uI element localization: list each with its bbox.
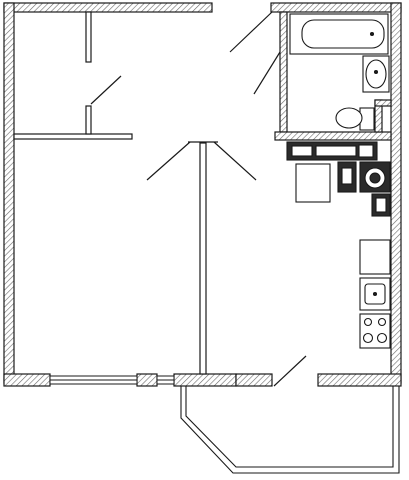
wall-top-right <box>270 2 402 13</box>
door-loggia <box>273 355 307 387</box>
kitchen-equipment <box>295 161 391 349</box>
wall-right <box>390 2 402 384</box>
door-room-right <box>213 141 257 181</box>
bathtub <box>289 13 389 55</box>
door-upper-room <box>90 75 122 105</box>
loggia <box>180 386 400 474</box>
kitchen-sink <box>359 277 391 311</box>
counter <box>295 163 331 203</box>
wall-bottom-right-a <box>235 373 273 387</box>
boiler <box>359 161 391 193</box>
washing-machine <box>291 145 313 157</box>
wall-top-left <box>3 2 213 13</box>
wall-bottom-center <box>173 373 237 387</box>
door-room-left <box>146 141 191 181</box>
wall-bath-left <box>279 11 288 133</box>
wall-bottom-left <box>3 373 51 387</box>
door-entrance <box>229 11 273 53</box>
partition-stub <box>85 105 92 135</box>
bathroom-walls <box>274 11 392 141</box>
partition-room-kitchen <box>199 142 207 375</box>
toilet <box>335 107 375 131</box>
sink <box>362 55 390 93</box>
exterior-walls <box>3 2 402 387</box>
partition-top <box>85 11 92 63</box>
doors <box>90 11 307 387</box>
wall-bottom-right-b <box>317 373 402 387</box>
partition-horizontal <box>13 133 133 140</box>
utility-strip <box>286 141 378 161</box>
windows <box>49 375 175 385</box>
wall-bath-step <box>374 99 392 107</box>
wall-bath-bottom <box>274 131 392 141</box>
door-bathroom <box>253 51 281 95</box>
bathroom-fixtures <box>289 13 390 131</box>
partitions <box>13 11 207 375</box>
wall-left <box>3 2 15 384</box>
stove <box>359 313 391 349</box>
wall-bottom-mid <box>136 373 158 387</box>
